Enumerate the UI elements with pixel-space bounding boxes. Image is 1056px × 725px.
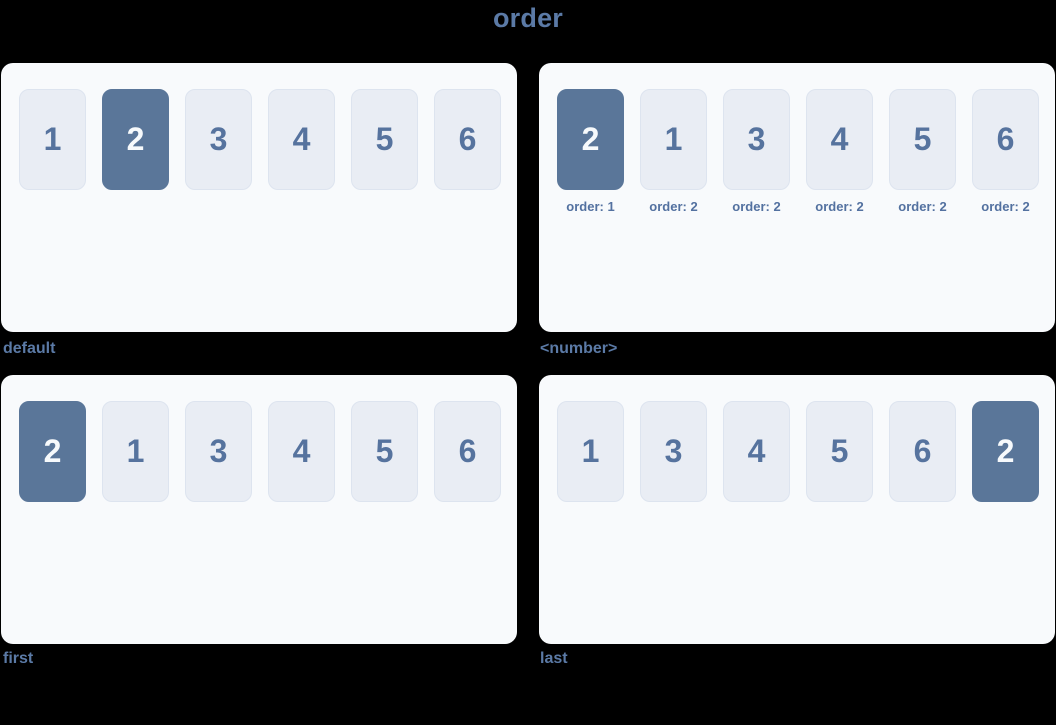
flex-item: 3: [185, 401, 252, 502]
order-value-label: order: 2: [649, 199, 698, 214]
order-value-label: order: 2: [981, 199, 1030, 214]
order-value-label: order: 2: [898, 199, 947, 214]
box: 6: [972, 89, 1039, 190]
panel-number: 2 order: 1 1 order: 2 3 order: 2 4 order: 2 5 ord…: [539, 63, 1055, 332]
box: 4: [806, 89, 873, 190]
page-title: order: [492, 3, 564, 33]
flex-item: 5: [806, 401, 873, 502]
box: 4: [268, 89, 335, 190]
flex-item: 2: [19, 401, 86, 502]
box: 5: [351, 401, 418, 502]
box: 5: [806, 401, 873, 502]
highlighted-box: 2: [557, 89, 624, 190]
box: 3: [185, 401, 252, 502]
box: 5: [351, 89, 418, 190]
flex-item: 5: [351, 89, 418, 190]
flex-item: 2: [972, 401, 1039, 502]
flex-item: 4: [268, 401, 335, 502]
flex-item: 5: [351, 401, 418, 502]
flex-item: 4: [723, 401, 790, 502]
box: 4: [723, 401, 790, 502]
flex-item: 6: [434, 89, 501, 190]
box: 3: [185, 89, 252, 190]
box: 4: [268, 401, 335, 502]
box: 1: [557, 401, 624, 502]
box: 3: [723, 89, 790, 190]
flex-item: 1: [557, 401, 624, 502]
flex-item: 6: [889, 401, 956, 502]
flex-item: 3 order: 2: [723, 89, 790, 214]
panel-caption-first: first: [3, 650, 34, 667]
box: 6: [889, 401, 956, 502]
order-value-label: order: 1: [566, 199, 615, 214]
highlighted-box: 2: [102, 89, 169, 190]
box: 6: [434, 401, 501, 502]
flex-item: 6 order: 2: [972, 89, 1039, 214]
highlighted-box: 2: [972, 401, 1039, 502]
flex-item: 4 order: 2: [806, 89, 873, 214]
order-value-label: order: 2: [815, 199, 864, 214]
box: 3: [640, 401, 707, 502]
order-value-label: order: 2: [732, 199, 781, 214]
flex-item: 2 order: 1: [557, 89, 624, 214]
flex-item: 2: [102, 89, 169, 190]
flex-item: 4: [268, 89, 335, 190]
flex-row: 2 order: 1 1 order: 2 3 order: 2 4 order: 2 5 ord…: [539, 63, 1055, 214]
box: 1: [640, 89, 707, 190]
flex-item: 1: [102, 401, 169, 502]
box: 1: [102, 401, 169, 502]
panel-caption-default: default: [3, 340, 56, 357]
flex-item: 3: [185, 89, 252, 190]
flex-item: 1: [19, 89, 86, 190]
flex-item: 3: [640, 401, 707, 502]
highlighted-box: 2: [19, 401, 86, 502]
flex-item: 5 order: 2: [889, 89, 956, 214]
box: 1: [19, 89, 86, 190]
box: 5: [889, 89, 956, 190]
panel-caption-number: <number>: [540, 340, 618, 357]
flex-item: 6: [434, 401, 501, 502]
panel-caption-last: last: [540, 650, 568, 667]
flex-item: 1 order: 2: [640, 89, 707, 214]
box: 6: [434, 89, 501, 190]
